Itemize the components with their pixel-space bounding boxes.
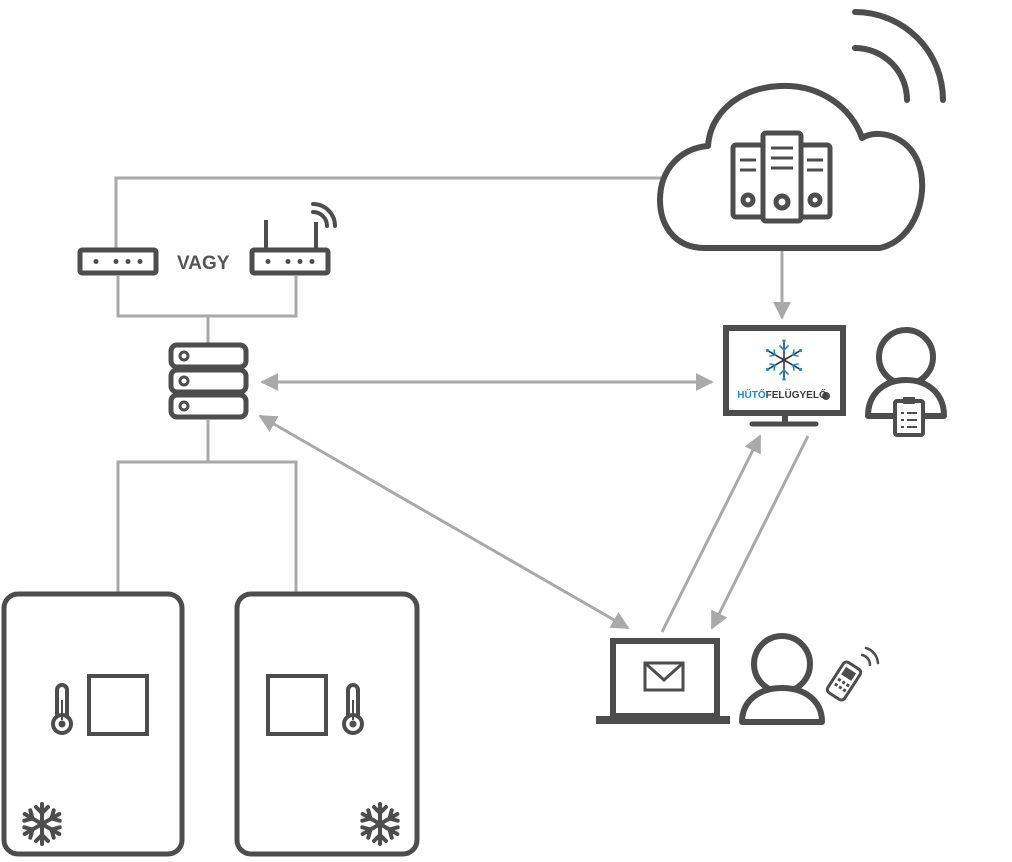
- server-laptop-arrow: [258, 414, 630, 630]
- local-server-icon: [168, 342, 249, 420]
- or-label: VAGY: [177, 253, 230, 274]
- user-icon: [739, 633, 825, 725]
- laptop-to-monitor-arrow: [660, 434, 762, 633]
- monitor-logo-text: HŰTŐFELÜGYELŐ: [737, 388, 827, 401]
- sensor-box-icon: [87, 674, 149, 736]
- cloud-modem-line: [114, 176, 730, 248]
- user-clipboard-icon: [865, 327, 947, 437]
- monitor-to-laptop-arrow: [710, 435, 810, 630]
- signal-waves-icon: [852, 9, 946, 103]
- logo-text-part2: FELÜGYELŐ: [766, 388, 827, 401]
- wifi-router-icon: [249, 202, 337, 276]
- gateway-bracket-line: [116, 276, 298, 318]
- snowflake-logo-icon: [765, 339, 803, 381]
- thermometer-icon: [342, 683, 364, 735]
- server-rack-icon: [730, 130, 833, 224]
- logo-text-part1: HŰTŐ: [737, 388, 766, 401]
- sensor-box-icon: [266, 674, 328, 736]
- mobile-phone-icon: [825, 646, 880, 702]
- envelope-icon: [643, 661, 685, 692]
- data-arrows: [258, 222, 810, 633]
- modem-icon: [77, 247, 159, 276]
- thermometer-icon: [51, 683, 73, 735]
